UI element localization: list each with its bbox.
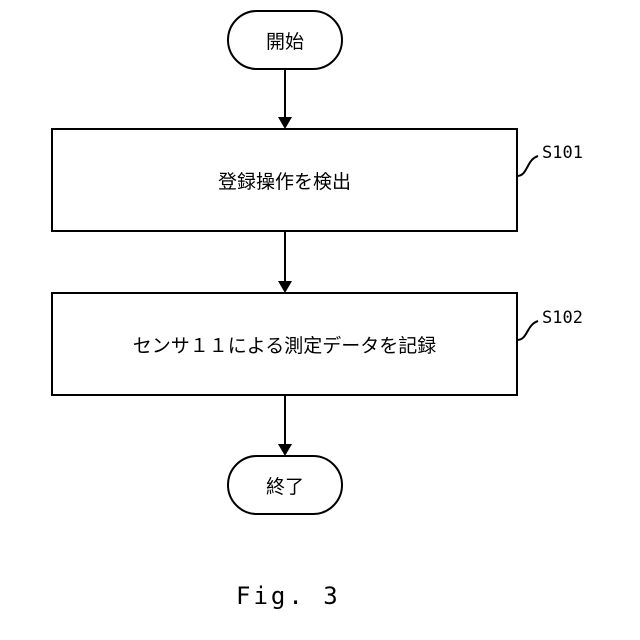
end-terminal: 終了	[227, 455, 343, 515]
step-label-s102: センサ１１による測定データを記録	[133, 331, 436, 358]
step-id-s102: S102	[542, 308, 583, 328]
leader-s101	[517, 156, 538, 176]
step-id-s101: S101	[542, 143, 583, 163]
step-label-s101: 登録操作を検出	[218, 167, 351, 194]
leader-s102	[517, 321, 538, 340]
start-label: 開始	[266, 27, 304, 54]
end-label: 終了	[266, 472, 304, 499]
process-step-s101: 登録操作を検出	[51, 128, 518, 232]
process-step-s102: センサ１１による測定データを記録	[51, 292, 518, 396]
start-terminal: 開始	[227, 10, 343, 70]
figure-caption: Fig. 3	[236, 582, 341, 610]
